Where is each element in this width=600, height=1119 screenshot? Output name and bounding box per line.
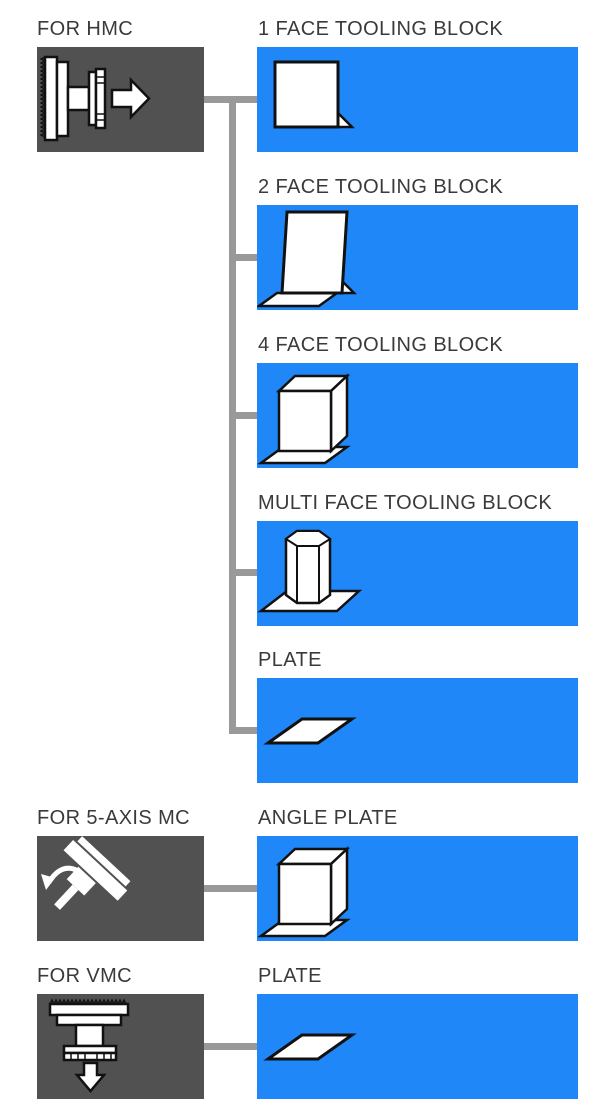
connector-branch-row3 bbox=[229, 412, 257, 419]
item-2face-label: 2 FACE TOOLING BLOCK bbox=[258, 176, 504, 198]
two-face-tooling-block-icon bbox=[257, 210, 358, 308]
flat-plate-icon bbox=[263, 1033, 357, 1061]
item-box-plate-vmc[interactable] bbox=[257, 994, 578, 1099]
machine-box-hmc bbox=[37, 47, 204, 152]
hmc-horizontal-spindle-icon bbox=[39, 55, 151, 142]
item-angleplate-label: ANGLE PLATE bbox=[258, 807, 398, 829]
item-box-2face[interactable] bbox=[257, 205, 578, 310]
item-box-4face[interactable] bbox=[257, 363, 578, 468]
group-5axis-label: FOR 5-AXIS MC bbox=[37, 807, 190, 829]
item-box-1face[interactable] bbox=[257, 47, 578, 152]
item-1face-label: 1 FACE TOOLING BLOCK bbox=[258, 18, 504, 40]
multi-face-tooling-block-icon bbox=[257, 529, 363, 613]
connector-branch-row5 bbox=[229, 727, 257, 734]
item-plate-vmc-label: PLATE bbox=[258, 965, 322, 987]
vmc-vertical-spindle-icon bbox=[48, 998, 130, 1093]
item-4face-label: 4 FACE TOOLING BLOCK bbox=[258, 334, 504, 356]
angle-plate-icon bbox=[257, 846, 351, 938]
item-box-plate-hmc[interactable] bbox=[257, 678, 578, 783]
connector-vmc-row bbox=[204, 1043, 257, 1050]
group-hmc-label: FOR HMC bbox=[37, 18, 134, 40]
one-face-tooling-block-icon bbox=[273, 60, 356, 129]
item-plate-hmc-label: PLATE bbox=[258, 649, 322, 671]
four-face-tooling-block-icon bbox=[257, 373, 351, 465]
group-vmc-label: FOR VMC bbox=[37, 965, 133, 987]
five-axis-tilted-spindle-icon bbox=[41, 836, 131, 910]
machine-box-vmc bbox=[37, 994, 204, 1099]
connector-branch-row4 bbox=[229, 569, 257, 576]
connector-branch-row2 bbox=[229, 254, 257, 261]
machine-box-5axis bbox=[37, 836, 204, 941]
item-multiface-label: MULTI FACE TOOLING BLOCK bbox=[258, 492, 553, 514]
item-box-angleplate[interactable] bbox=[257, 836, 578, 941]
item-box-multiface[interactable] bbox=[257, 521, 578, 626]
flat-plate-icon bbox=[263, 717, 357, 745]
connector-5axis-row bbox=[204, 885, 257, 892]
